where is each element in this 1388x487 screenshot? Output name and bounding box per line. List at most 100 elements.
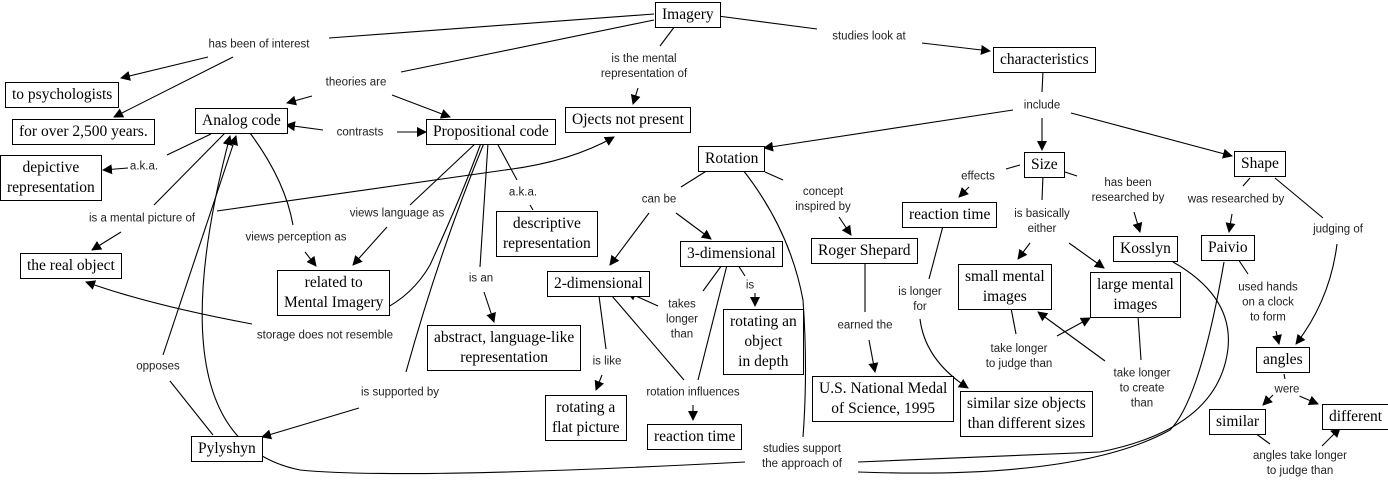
phrase-can-be[interactable]: can be xyxy=(641,192,677,208)
concept-imagery[interactable]: Imagery xyxy=(655,2,721,28)
concept-similar-size-objects[interactable]: similar size objects than different size… xyxy=(960,391,1093,437)
concept-national-medal[interactable]: U.S. National Medal of Science, 1995 xyxy=(812,376,955,422)
line-prop-storage xyxy=(370,142,482,316)
line-prop-language xyxy=(409,142,477,206)
line-storage-real xyxy=(85,280,253,325)
phrase-views-language-as[interactable]: views language as xyxy=(349,206,445,222)
phrase-line: on a clock xyxy=(1242,296,1294,309)
concept-abstract-language-like[interactable]: abstract, language-like representation xyxy=(427,325,582,371)
line-aka-descriptive xyxy=(529,204,534,211)
line-effects-rt xyxy=(958,186,970,198)
phrase-aka-propositional[interactable]: a.k.a. xyxy=(508,185,538,201)
line-imagery-theories xyxy=(400,19,655,73)
concept-characteristics[interactable]: characteristics xyxy=(993,47,1096,73)
phrase-earned-the[interactable]: earned the xyxy=(837,318,893,334)
phrase-studies-support-approach[interactable]: studies support the approach of xyxy=(762,442,842,472)
concept-line: object xyxy=(744,333,783,350)
concept-similar[interactable]: similar xyxy=(1209,409,1267,435)
phrase-views-perception-as[interactable]: views perception as xyxy=(245,230,347,246)
line-contrasts-analog xyxy=(285,121,324,132)
concept-reaction-time-rotation[interactable]: reaction time xyxy=(647,424,743,450)
concept-for-over-2500-years[interactable]: for over 2,500 years. xyxy=(12,119,155,145)
line-shape-researched xyxy=(1242,177,1251,187)
concept-shape[interactable]: Shape xyxy=(1234,151,1286,177)
phrase-angles-take-longer[interactable]: angles take longer to judge than xyxy=(1253,449,1347,479)
phrase-were[interactable]: were xyxy=(1274,382,1300,398)
line-theories-prop xyxy=(391,94,451,119)
line-size-basically xyxy=(1041,174,1044,201)
phrase-is-mental-representation-of[interactable]: is the mental representation of xyxy=(600,52,688,82)
concept-descriptive-representation[interactable]: descriptive representation xyxy=(496,211,598,257)
concept-rotating-flat-picture[interactable]: rotating a flat picture xyxy=(545,395,627,441)
line-were-different xyxy=(1296,394,1319,406)
concept-propositional-code[interactable]: Propositional code xyxy=(426,119,556,145)
line-pylyshyn-opposes-analog xyxy=(162,135,238,356)
concept-pylyshyn[interactable]: Pylyshyn xyxy=(191,436,263,462)
phrase-is-longer-for[interactable]: is longer for xyxy=(898,285,942,315)
phrase-opposes[interactable]: opposes xyxy=(136,359,180,375)
concept-kosslyn[interactable]: Kosslyn xyxy=(1113,236,1178,262)
phrase-is[interactable]: is xyxy=(745,278,755,294)
phrase-takes-longer-than[interactable]: takes longer than xyxy=(666,297,698,343)
concept-2-dimensional[interactable]: 2-dimensional xyxy=(547,271,650,297)
phrase-has-been-of-interest[interactable]: has been of interest xyxy=(208,37,310,53)
phrase-is-supported-by[interactable]: is supported by xyxy=(361,385,439,401)
phrase-is-basically-either[interactable]: is basically either xyxy=(1014,207,1070,237)
phrase-is-an[interactable]: is an xyxy=(468,271,494,287)
concept-line: representation xyxy=(460,349,549,366)
concept-roger-shepard[interactable]: Roger Shepard xyxy=(811,238,918,264)
phrase-rotation-influences[interactable]: rotation influences xyxy=(646,385,740,401)
phrase-storage-does-not-resemble[interactable]: storage does not resemble xyxy=(256,328,394,344)
line-canbe-3d xyxy=(675,212,712,240)
concept-rotating-object-in-depth[interactable]: rotating an object in depth xyxy=(723,309,804,375)
concept-reaction-time-size[interactable]: reaction time xyxy=(902,202,998,228)
line-aka-depictive xyxy=(102,164,129,175)
line-concept-shepard xyxy=(838,216,852,236)
phrase-is-a-mental-picture-of[interactable]: is a mental picture of xyxy=(88,211,196,227)
phrase-contrasts[interactable]: contrasts xyxy=(336,125,384,141)
concept-different[interactable]: different xyxy=(1322,404,1388,430)
concept-3-dimensional[interactable]: 3-dimensional xyxy=(680,241,783,267)
concept-line: depictive xyxy=(22,159,80,176)
concept-analog-code[interactable]: Analog code xyxy=(195,108,288,134)
line-rotation-canbe xyxy=(680,169,709,188)
phrase-judging-of[interactable]: judging of xyxy=(1313,222,1363,238)
phrase-line: takes xyxy=(668,298,696,311)
concept-depictive-representation[interactable]: depictive representation xyxy=(0,155,102,201)
concept-objects-not-present[interactable]: Ojects not present xyxy=(565,107,691,133)
phrase-aka-analog[interactable]: a.k.a. xyxy=(129,159,159,175)
concept-large-mental-images[interactable]: large mental images xyxy=(1090,272,1181,318)
line-mental-picture-real xyxy=(91,231,122,251)
line-mental-picture-objects xyxy=(216,136,615,212)
line-take-different xyxy=(1321,427,1341,447)
concept-paivio[interactable]: Paivio xyxy=(1201,235,1255,261)
concept-rotation[interactable]: Rotation xyxy=(698,146,766,172)
phrase-is-like[interactable]: is like xyxy=(592,354,622,370)
concept-line: images xyxy=(1113,296,1158,313)
concept-line: similar size objects xyxy=(967,395,1086,412)
phrase-was-researched-by[interactable]: was researched by xyxy=(1187,192,1285,208)
line-analog-aka xyxy=(166,133,212,156)
concept-to-psychologists[interactable]: to psychologists xyxy=(5,82,120,108)
phrase-take-longer-to-create[interactable]: take longer to create than xyxy=(1113,366,1171,412)
concept-related-to-mental-imagery[interactable]: related to Mental Imagery xyxy=(277,270,391,316)
line-create-small xyxy=(1037,311,1106,362)
line-islike-flat xyxy=(594,374,604,391)
phrase-used-hands-on-clock[interactable]: used hands on a clock to form xyxy=(1238,280,1298,326)
concept-size[interactable]: Size xyxy=(1024,152,1065,178)
line-mental-rep-objects xyxy=(630,87,641,105)
concept-angles[interactable]: angles xyxy=(1256,347,1310,373)
concept-small-mental-images[interactable]: small mental images xyxy=(958,264,1052,310)
phrase-line: inspired by xyxy=(795,201,851,213)
concept-line: Mental Imagery xyxy=(284,294,384,311)
phrase-effects[interactable]: effects xyxy=(961,169,995,185)
line-3d-takes xyxy=(702,264,723,292)
phrase-include[interactable]: include xyxy=(1023,98,1061,114)
phrase-take-longer-to-judge[interactable]: take longer to judge than xyxy=(985,342,1053,372)
line-analog-perception xyxy=(249,132,294,226)
concept-the-real-object[interactable]: the real object xyxy=(20,253,122,279)
phrase-studies-look-at[interactable]: studies look at xyxy=(832,29,906,45)
phrase-theories-are[interactable]: theories are xyxy=(325,75,387,91)
phrase-concept-inspired-by[interactable]: concept inspired by xyxy=(795,185,851,215)
phrase-has-been-researched-by[interactable]: has been researched by xyxy=(1091,176,1165,206)
